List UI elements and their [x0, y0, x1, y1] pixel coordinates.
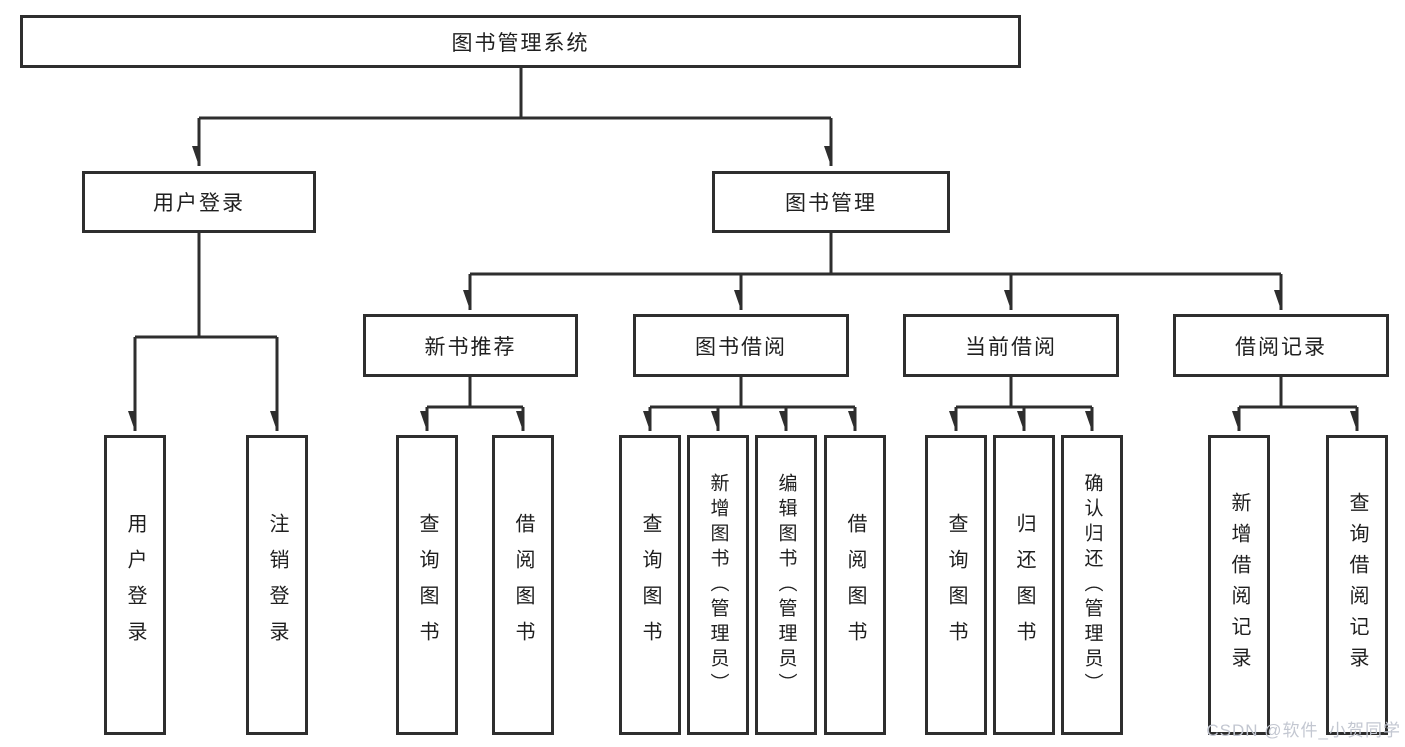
- leaf-add-book-admin: 新增图书（管理员）: [687, 435, 749, 735]
- leaf-query-book-recommend: 查询图书: [396, 435, 458, 735]
- node-new-book-recommend-label: 新书推荐: [424, 335, 517, 359]
- leaf-logout: 注销登录: [246, 435, 308, 735]
- node-root-label: 图书管理系统: [451, 31, 590, 55]
- leaf-user-login: 用户登录: [104, 435, 166, 735]
- leaf-query-borrow-record: 查询借阅记录: [1326, 435, 1388, 735]
- node-root-system: 图书管理系统: [20, 15, 1021, 68]
- node-borrow-records-label: 借阅记录: [1235, 335, 1327, 359]
- node-book-borrow: 图书借阅: [633, 314, 849, 377]
- node-user-login: 用户登录: [82, 171, 316, 233]
- csdn-watermark: CSDN @软件_小贺同学: [1206, 721, 1401, 740]
- node-current-borrow: 当前借阅: [903, 314, 1119, 377]
- node-borrow-records: 借阅记录: [1173, 314, 1389, 377]
- leaf-query-book-current: 查询图书: [925, 435, 987, 735]
- leaf-borrow-book-recommend: 借阅图书: [492, 435, 554, 735]
- node-new-book-recommend: 新书推荐: [363, 314, 578, 377]
- leaf-edit-book-admin: 编辑图书（管理员）: [755, 435, 817, 735]
- node-book-management: 图书管理: [712, 171, 950, 233]
- leaf-return-book: 归还图书: [993, 435, 1055, 735]
- node-current-borrow-label: 当前借阅: [965, 335, 1057, 359]
- leaf-borrow-book: 借阅图书: [824, 435, 886, 735]
- leaf-query-book-borrow: 查询图书: [619, 435, 681, 735]
- node-user-login-label: 用户登录: [153, 192, 245, 215]
- leaf-confirm-return-admin: 确认归还（管理员）: [1061, 435, 1123, 735]
- node-book-borrow-label: 图书借阅: [695, 335, 787, 359]
- leaf-add-borrow-record: 新增借阅记录: [1208, 435, 1270, 735]
- node-book-management-label: 图书管理: [785, 192, 877, 215]
